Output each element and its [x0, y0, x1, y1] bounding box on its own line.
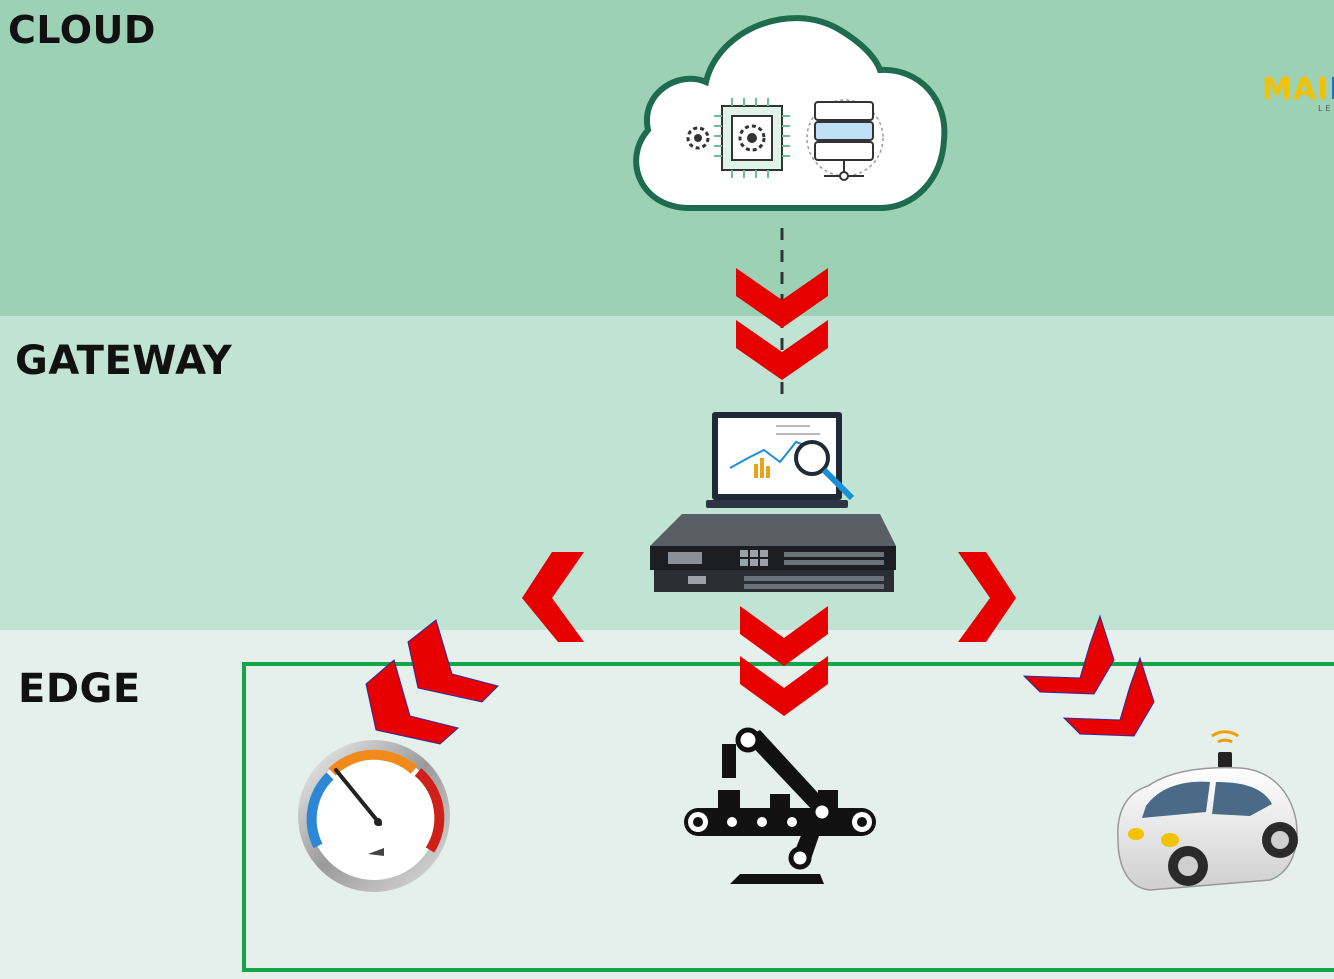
- logo-subtext: LE: [1318, 104, 1334, 113]
- edge-tier-label: EDGE: [18, 666, 141, 712]
- logo: MAIK: [1262, 72, 1334, 107]
- server-stack-icon: [806, 99, 884, 181]
- gateway-tier-label: GATEWAY: [15, 338, 233, 384]
- processor-gear-icon: [686, 98, 790, 178]
- logo-text-a: MAI: [1262, 72, 1330, 107]
- arrows-gateway-to-robot: [740, 606, 828, 716]
- arrows-gateway-to-car: [1022, 614, 1155, 737]
- gauge-icon: [298, 740, 450, 892]
- logo-text-b: K: [1329, 72, 1334, 107]
- cloud-tier-label: CLOUD: [8, 8, 156, 52]
- cloud-icon: [633, 15, 948, 211]
- laptop-analytics-icon: [706, 412, 855, 508]
- robot-arm-conveyor-icon: [684, 727, 876, 884]
- autonomous-car-icon: [1117, 730, 1298, 891]
- network-switch-icon: [650, 514, 896, 592]
- arrow-gateway-right: [958, 552, 1016, 642]
- arrow-gateway-left: [522, 552, 584, 642]
- edge-devices-box: [242, 662, 1334, 972]
- arrows-gateway-to-gauge: [365, 619, 499, 745]
- arrows-cloud-to-gateway: [736, 268, 828, 380]
- edge-tier-band: [0, 630, 1334, 979]
